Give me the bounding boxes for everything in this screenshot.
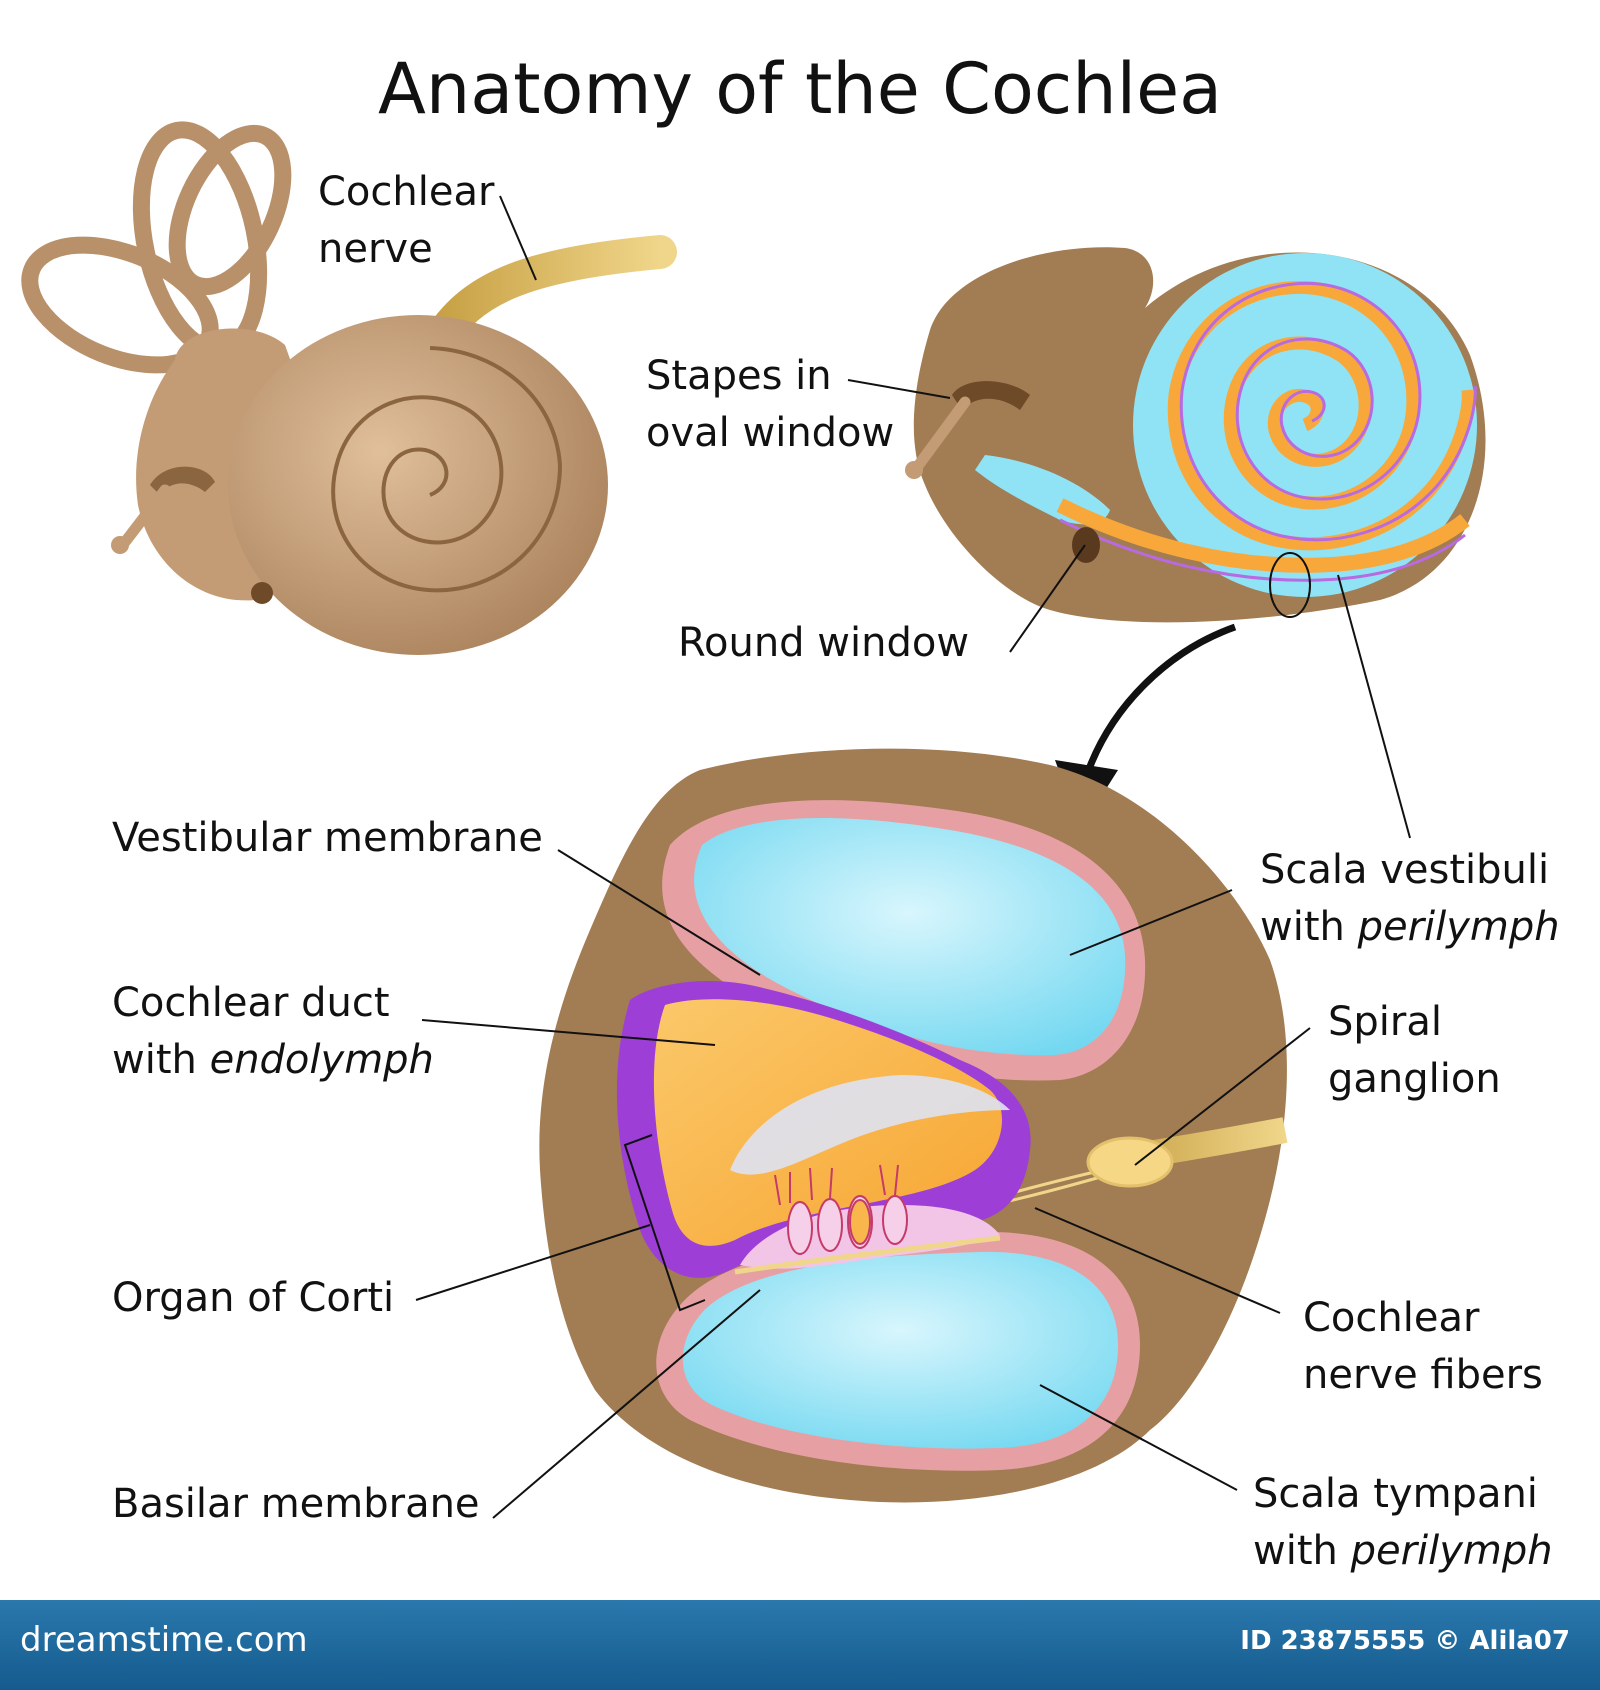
cochlea-section-illustration: [905, 247, 1486, 623]
cochlea-diagram: [21, 121, 1486, 1519]
organ-of-corti-cells: [740, 1164, 1000, 1269]
cochlear-spiral-line: [331, 346, 563, 593]
basilar-membrane-line: [734, 1235, 1001, 1275]
label-cochlear-nerve: Cochlear nerve: [318, 169, 495, 272]
diagram-title: Anatomy of the Cochlea: [377, 48, 1223, 130]
section-highlight-ring: [1269, 552, 1311, 618]
tectorial-membrane: [730, 1075, 1010, 1175]
footer-image-id: ID 23875555 © Alila07: [1240, 1626, 1570, 1656]
label-basilar-membrane: Basilar membrane: [112, 1481, 480, 1527]
organ-of-corti-bracket: [623, 1134, 706, 1312]
label-cochlear-duct: Cochlear duct with endolymph: [112, 980, 434, 1083]
label-cochlear-nerve-fibers: Cochlear nerve fibers: [1303, 1295, 1543, 1398]
stapes-shape: [111, 466, 215, 554]
label-spiral-ganglion: Spiral ganglion: [1328, 999, 1501, 1102]
label-scala-vestibuli: Scala vestibuli with perilymph: [1260, 847, 1560, 950]
cochlear-shell: [228, 315, 608, 655]
leader-lines: [415, 195, 1411, 1519]
basal-turn-duct: [1056, 498, 1470, 573]
spiral-ganglion-shape: [1086, 1136, 1174, 1188]
scala-tympani-chamber: [656, 1231, 1140, 1471]
spiral-duct-lines: [1167, 280, 1475, 551]
round-window-dot: [251, 582, 273, 604]
cochlea-exterior-illustration: [21, 121, 677, 655]
cochlear-duct-section: [539, 748, 1288, 1503]
label-organ-of-corti: Organ of Corti: [112, 1275, 395, 1321]
label-round-window: Round window: [678, 620, 970, 666]
footer-brand-text: dreamstime.com: [20, 1620, 308, 1660]
label-vestibular-membrane: Vestibular membrane: [112, 815, 543, 861]
section-stapes-shape: [905, 381, 1030, 479]
cochlear-duct-chamber: [616, 980, 1031, 1312]
watermark-footer-bar: dreamstime.com ID 23875555 © Alila07: [0, 1600, 1600, 1690]
label-scala-tympani: Scala tympani with perilymph: [1253, 1471, 1553, 1574]
label-stapes-in-oval-window: Stapes in oval window: [646, 353, 895, 456]
